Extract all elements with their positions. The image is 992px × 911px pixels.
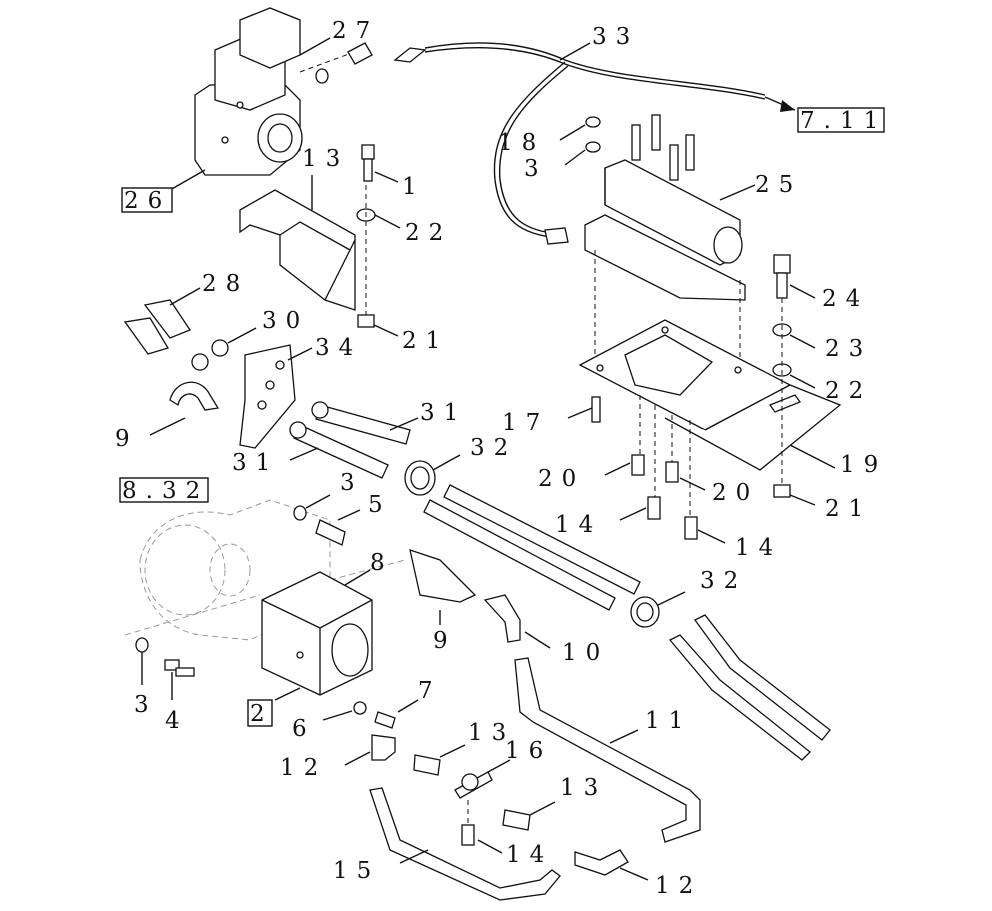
bolt-1 [361, 144, 375, 182]
callout-14a: 14 [555, 512, 602, 538]
clip-16 [454, 771, 493, 799]
callout-3b: 3 [340, 470, 364, 496]
callout-22a: 22 [405, 220, 452, 246]
hose-clamp-32a [404, 460, 436, 496]
ref-box-2[interactable]: 2 [247, 699, 274, 727]
nut-21b [773, 484, 791, 498]
svg-text:8.32: 8.32 [122, 478, 209, 504]
callout-33: 33 [592, 24, 639, 50]
callout-13b: 13 [468, 720, 515, 746]
callout-15: 15 [333, 858, 380, 884]
fitting-14c [461, 824, 475, 846]
callout-10: 10 [562, 640, 609, 666]
elbow-12a [371, 734, 396, 761]
wire-harness-33 [393, 42, 796, 245]
callout-20a: 20 [538, 466, 585, 492]
fitting-13b [502, 809, 531, 831]
callout-24: 24 [822, 286, 869, 312]
plug-27 [347, 42, 373, 65]
elbow-12b [574, 849, 629, 876]
callout-32b: 32 [700, 568, 747, 594]
hose-11 [514, 657, 701, 843]
valve-block-26 [194, 7, 303, 176]
callout-31a: 31 [420, 400, 467, 426]
bolt-24 [773, 254, 791, 299]
ghost-pump-outline [124, 499, 406, 641]
callout-7: 7 [418, 678, 442, 704]
callout-32a: 32 [470, 435, 517, 461]
fitting-13a [413, 754, 441, 776]
callout-17: 17 [502, 410, 549, 436]
rods-31 [289, 401, 411, 479]
callout-9a: 9 [115, 426, 139, 452]
callout-25: 25 [755, 172, 802, 198]
bracket-34 [239, 344, 296, 449]
svg-text:7.11: 7.11 [800, 108, 887, 134]
plate-19 [578, 319, 842, 471]
callout-5: 5 [368, 492, 392, 518]
callout-4: 4 [165, 708, 189, 734]
callout-9b: 9 [433, 628, 457, 654]
fittings-20 [631, 454, 679, 483]
ref-box-7-11[interactable]: 7.11 [797, 107, 887, 134]
callout-23: 23 [825, 336, 872, 362]
svg-text:2: 2 [250, 701, 274, 727]
callout-1: 1 [402, 174, 426, 200]
callout-13a: 13 [302, 146, 349, 172]
callout-27: 27 [332, 18, 379, 44]
bracket-13 [239, 189, 356, 311]
callout-11: 11 [645, 708, 692, 734]
callout-22b: 22 [825, 378, 872, 404]
flange-9b [409, 549, 477, 603]
callout-14b: 14 [735, 535, 782, 561]
callout-3c: 3 [134, 692, 158, 718]
svg-text:26: 26 [124, 188, 171, 214]
bolt-4 [164, 659, 195, 677]
callout-21b: 21 [825, 496, 872, 522]
washer-6 [353, 701, 367, 715]
ref-box-26[interactable]: 26 [121, 187, 173, 214]
callout-18: 18 [498, 130, 545, 156]
elbow-10 [483, 594, 521, 643]
callout-8: 8 [370, 550, 394, 576]
callout-34: 34 [315, 335, 362, 361]
fittings-14 [647, 496, 698, 540]
callout-30: 30 [262, 308, 309, 334]
callout-28: 28 [202, 271, 249, 297]
bolt-7 [374, 711, 396, 729]
callout-19: 19 [840, 452, 887, 478]
callout-13c: 13 [560, 775, 607, 801]
callout-16: 16 [505, 738, 552, 764]
bolt-5 [315, 519, 346, 546]
washer-27 [315, 68, 329, 84]
fittings-28 [123, 299, 191, 355]
nut-21a [357, 314, 375, 328]
callout-21a: 21 [402, 328, 449, 354]
pump-8 [261, 571, 373, 696]
washers-30 [191, 339, 229, 371]
bolt-17 [591, 396, 601, 423]
callout-12a: 12 [280, 755, 327, 781]
hoses-bent [668, 614, 831, 761]
callout-6: 6 [292, 716, 316, 742]
callout-31b: 31 [232, 450, 279, 476]
washers-18 [585, 116, 601, 153]
callout-3a: 3 [524, 156, 548, 182]
callout-14c: 14 [506, 842, 553, 868]
clamp-9a [169, 381, 220, 411]
hose-clamp-32b [630, 596, 660, 628]
bolts-25 [631, 114, 695, 181]
washer-3c [135, 637, 149, 653]
solenoid-25 [584, 159, 746, 301]
hose-15 [369, 787, 561, 901]
ref-box-8-32[interactable]: 8.32 [119, 477, 209, 504]
callout-12b: 12 [655, 873, 702, 899]
hoses-straight [423, 484, 641, 611]
callout-20b: 20 [712, 480, 759, 506]
washer-3b [293, 505, 307, 521]
